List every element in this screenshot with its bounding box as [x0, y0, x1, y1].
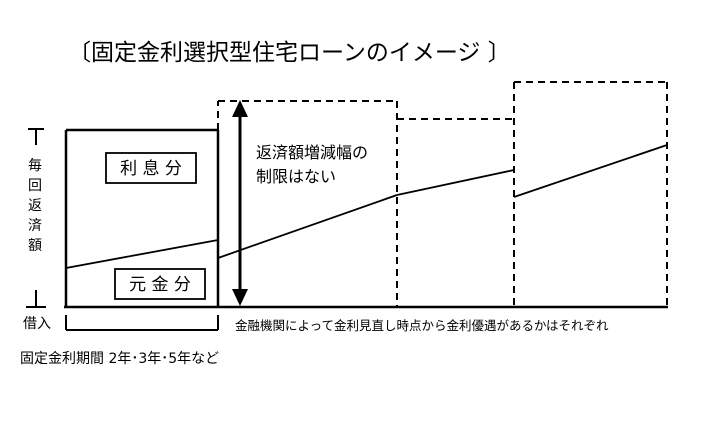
principal-label-text: 元 金 分 — [129, 275, 191, 295]
borrow-label: 借入 — [23, 316, 51, 332]
y-axis-char-5: 額 — [28, 238, 42, 254]
range-note-line-2: 制限はない — [256, 167, 336, 186]
principal-interest-boundary — [65, 144, 668, 269]
y-axis-bracket — [26, 128, 46, 308]
payment-range-arrow — [232, 100, 248, 306]
y-axis-char-2: 回 — [28, 178, 42, 194]
y-axis-label: 毎 回 返 済 額 — [28, 158, 42, 254]
interest-portion-label: 利 息 分 — [105, 152, 197, 184]
range-note-line-1: 返済額増減幅の — [256, 143, 368, 162]
principal-portion-label: 元 金 分 — [114, 268, 206, 300]
fixed-period-label: 固定金利期間 2年･3年･5年など — [20, 351, 219, 367]
y-axis-char-4: 済 — [28, 218, 42, 234]
fixed-period-payment-box — [64, 128, 220, 307]
fixed-period-bracket — [65, 315, 219, 331]
y-axis-char-3: 返 — [28, 198, 42, 214]
diagram-title: 〔固定金利選択型住宅ローンのイメージ 〕 — [68, 40, 511, 66]
later-period-payment-boxes — [217, 81, 668, 307]
interest-label-text: 利 息 分 — [120, 159, 182, 179]
y-axis-char-1: 毎 — [28, 158, 42, 174]
bottom-note: 金融機関によって金利見直し時点から金利優遇があるかはそれぞれ — [235, 318, 609, 333]
